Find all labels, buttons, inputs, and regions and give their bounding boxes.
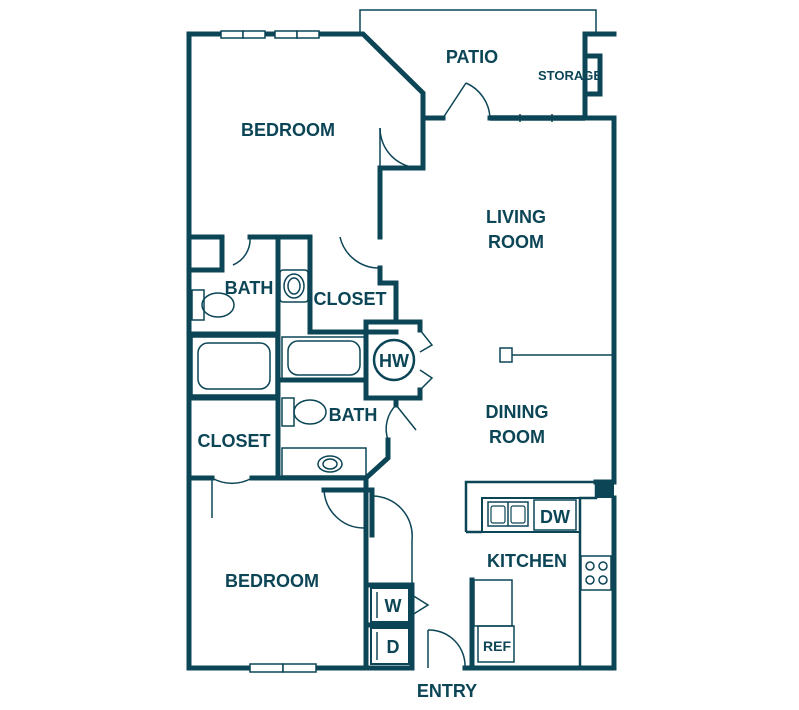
- label-living-2: ROOM: [488, 232, 544, 252]
- label-washer: W: [385, 596, 402, 616]
- label-closet-left: CLOSET: [197, 431, 270, 451]
- door-swings: [211, 127, 612, 669]
- laundry: [370, 587, 410, 665]
- label-entry: ENTRY: [417, 681, 477, 701]
- label-patio: PATIO: [446, 47, 498, 67]
- label-closet-top: CLOSET: [313, 289, 386, 309]
- patio-sliding-door: [490, 114, 585, 122]
- label-dining-2: ROOM: [489, 427, 545, 447]
- window-bedroom-top: [220, 30, 320, 39]
- label-ref: REF: [483, 638, 511, 654]
- patio-door: [442, 82, 491, 119]
- label-bedroom-top: BEDROOM: [241, 120, 335, 140]
- label-bath-top: BATH: [225, 278, 274, 298]
- label-bedroom-bottom: BEDROOM: [225, 571, 319, 591]
- label-bath-mid: BATH: [329, 405, 378, 425]
- label-hw: HW: [379, 351, 409, 371]
- label-living-1: LIVING: [486, 207, 546, 227]
- label-storage: STORAGE: [538, 68, 602, 83]
- kitchen-counters: [464, 480, 614, 668]
- window-bedroom-bottom: [249, 663, 317, 673]
- label-dryer: D: [387, 637, 400, 657]
- label-kitchen: KITCHEN: [487, 551, 567, 571]
- patio-fence: [359, 9, 597, 34]
- label-dw: DW: [540, 507, 570, 527]
- label-dining-1: DINING: [486, 402, 549, 422]
- bath-fixtures: [191, 269, 416, 477]
